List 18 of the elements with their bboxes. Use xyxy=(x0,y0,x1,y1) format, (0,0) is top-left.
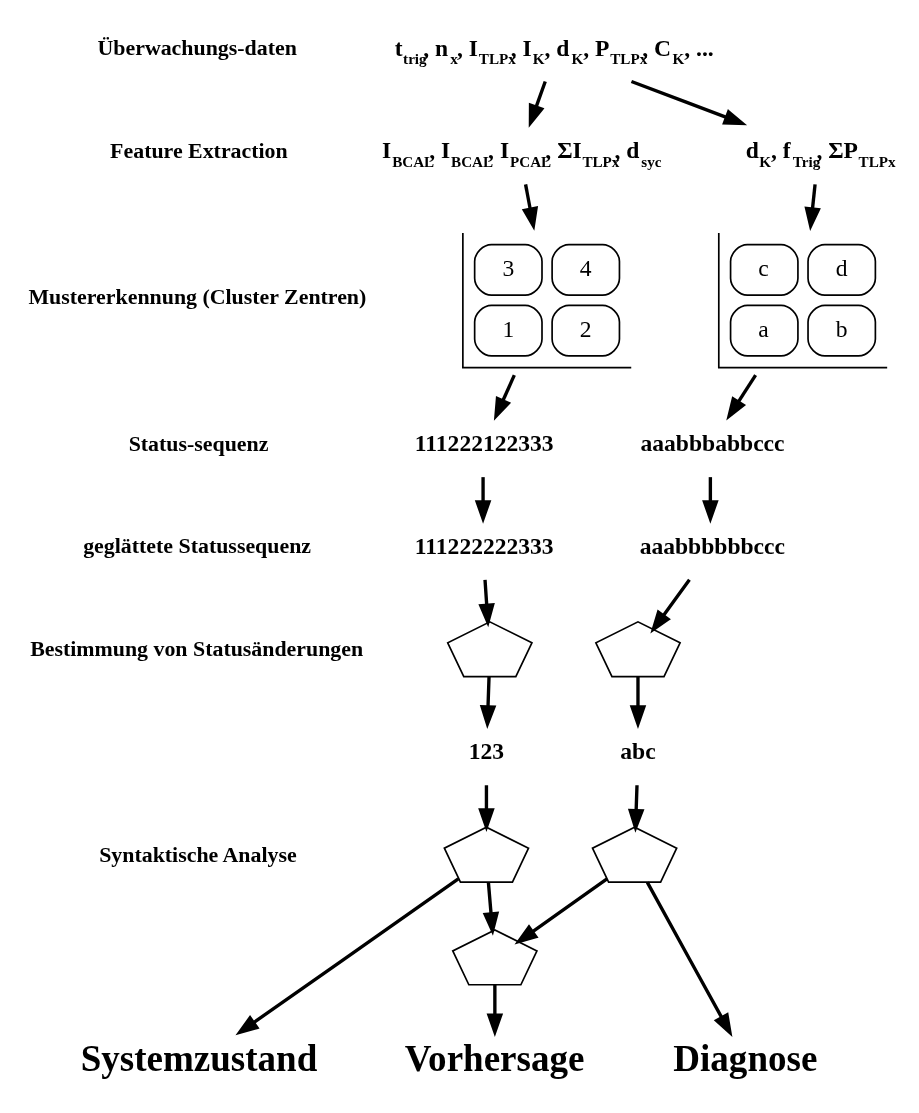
label: Syntaktische Analyse xyxy=(99,842,297,867)
node-text: Systemzustand xyxy=(80,1037,318,1079)
node-text: 111222222333 xyxy=(414,532,554,559)
node-text: aaabbbbbbccc xyxy=(639,532,786,559)
label: geglättete Statussequenz xyxy=(83,533,312,558)
label: Bestimmung von Statusänderungen xyxy=(30,636,364,661)
node-text: d$_{K}$, f$_{Trig}$, ΣP$_{TLPx}$ xyxy=(745,136,896,170)
label: Status-sequenz xyxy=(128,431,269,456)
node-text: Vorhersage xyxy=(404,1037,585,1079)
node-text: aaabbbabbccc xyxy=(640,429,785,456)
node-text: Diagnose xyxy=(673,1037,818,1079)
node-text: 111222122333 xyxy=(414,429,554,456)
label: Überwachungs-daten xyxy=(97,35,297,60)
node-text: abc xyxy=(620,737,656,764)
label: Mustererkennung (Cluster Zentren) xyxy=(28,284,367,309)
node-text: I$_{BCAL}$, I$_{BCAL}$, I$_{PCAL}$, ΣI$_{TLPx}$, d$_{syc}$ xyxy=(382,136,662,170)
label: Feature Extraction xyxy=(110,138,288,163)
node-text: 123 xyxy=(468,737,505,764)
